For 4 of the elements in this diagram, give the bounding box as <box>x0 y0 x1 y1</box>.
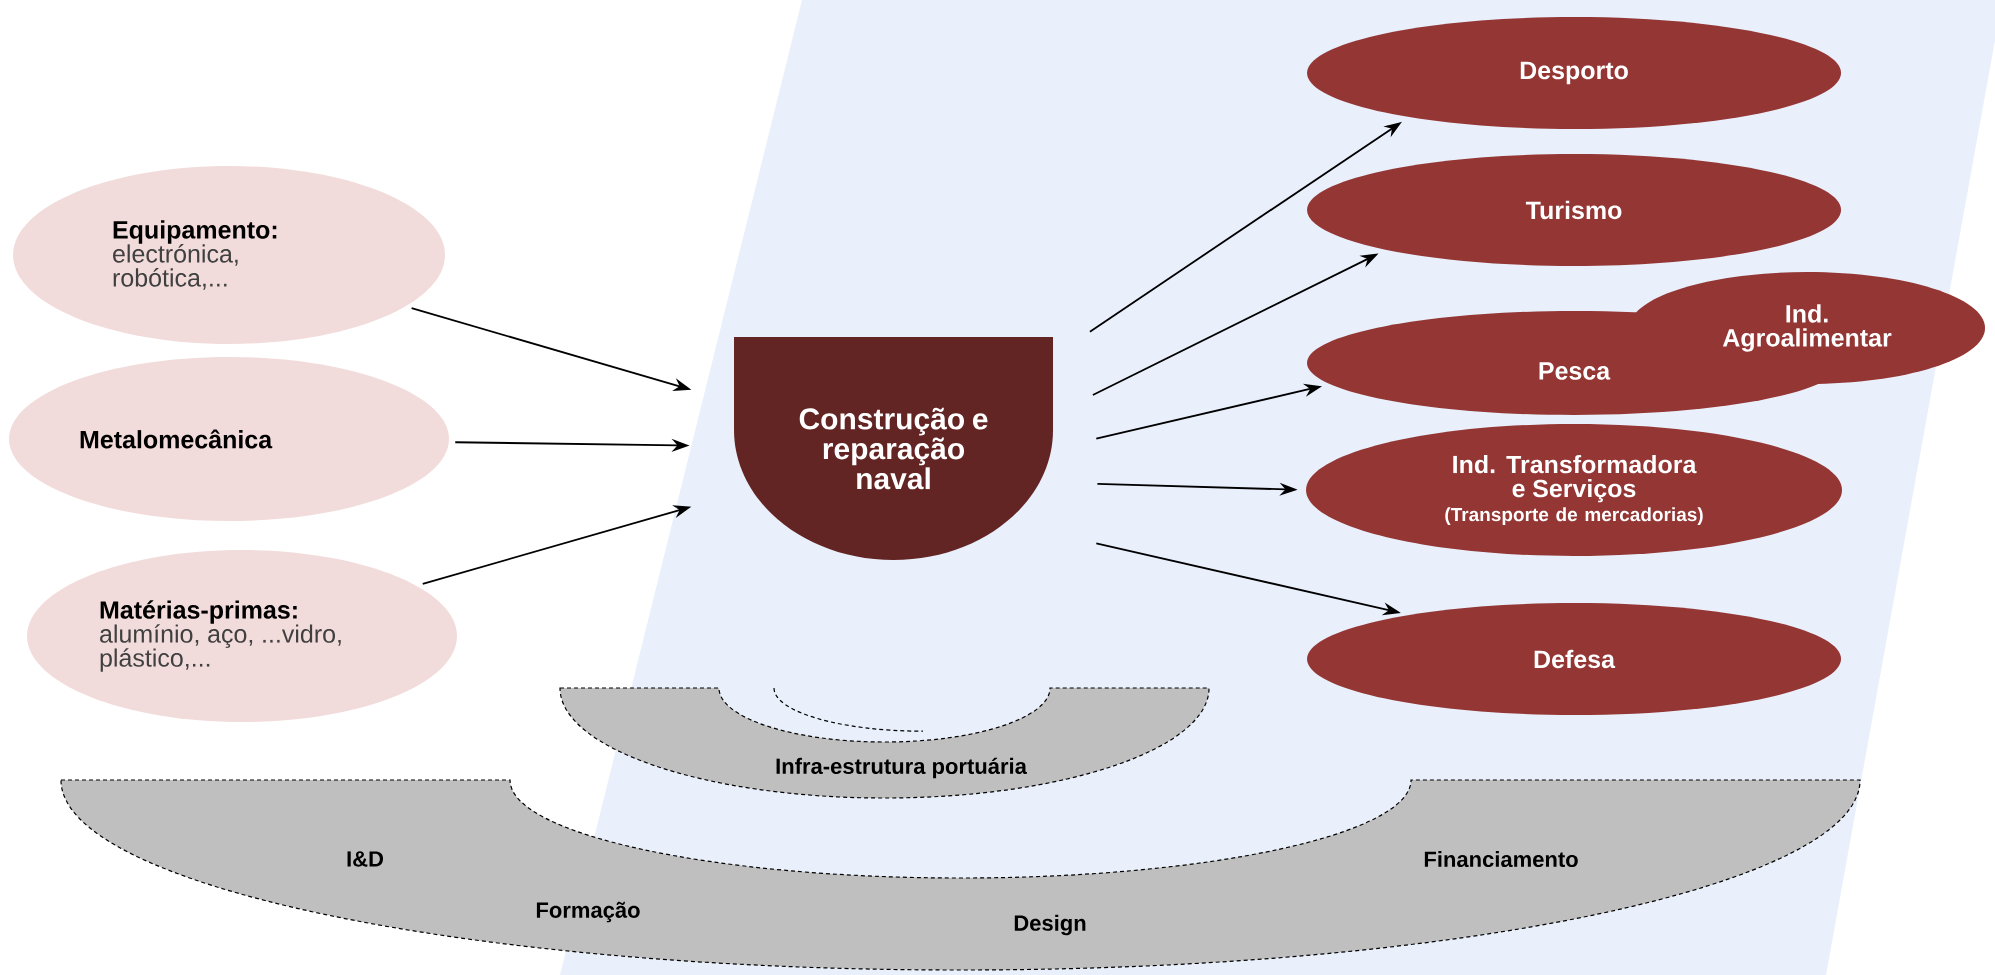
node-label: Pesca <box>1539 362 1611 380</box>
arc-band: Infra-estrutura portuária <box>559 687 1210 799</box>
arc-band: I&D Formação Design Financiamento <box>60 779 1861 971</box>
central-shield: Construção e reparação naval <box>734 337 1053 560</box>
